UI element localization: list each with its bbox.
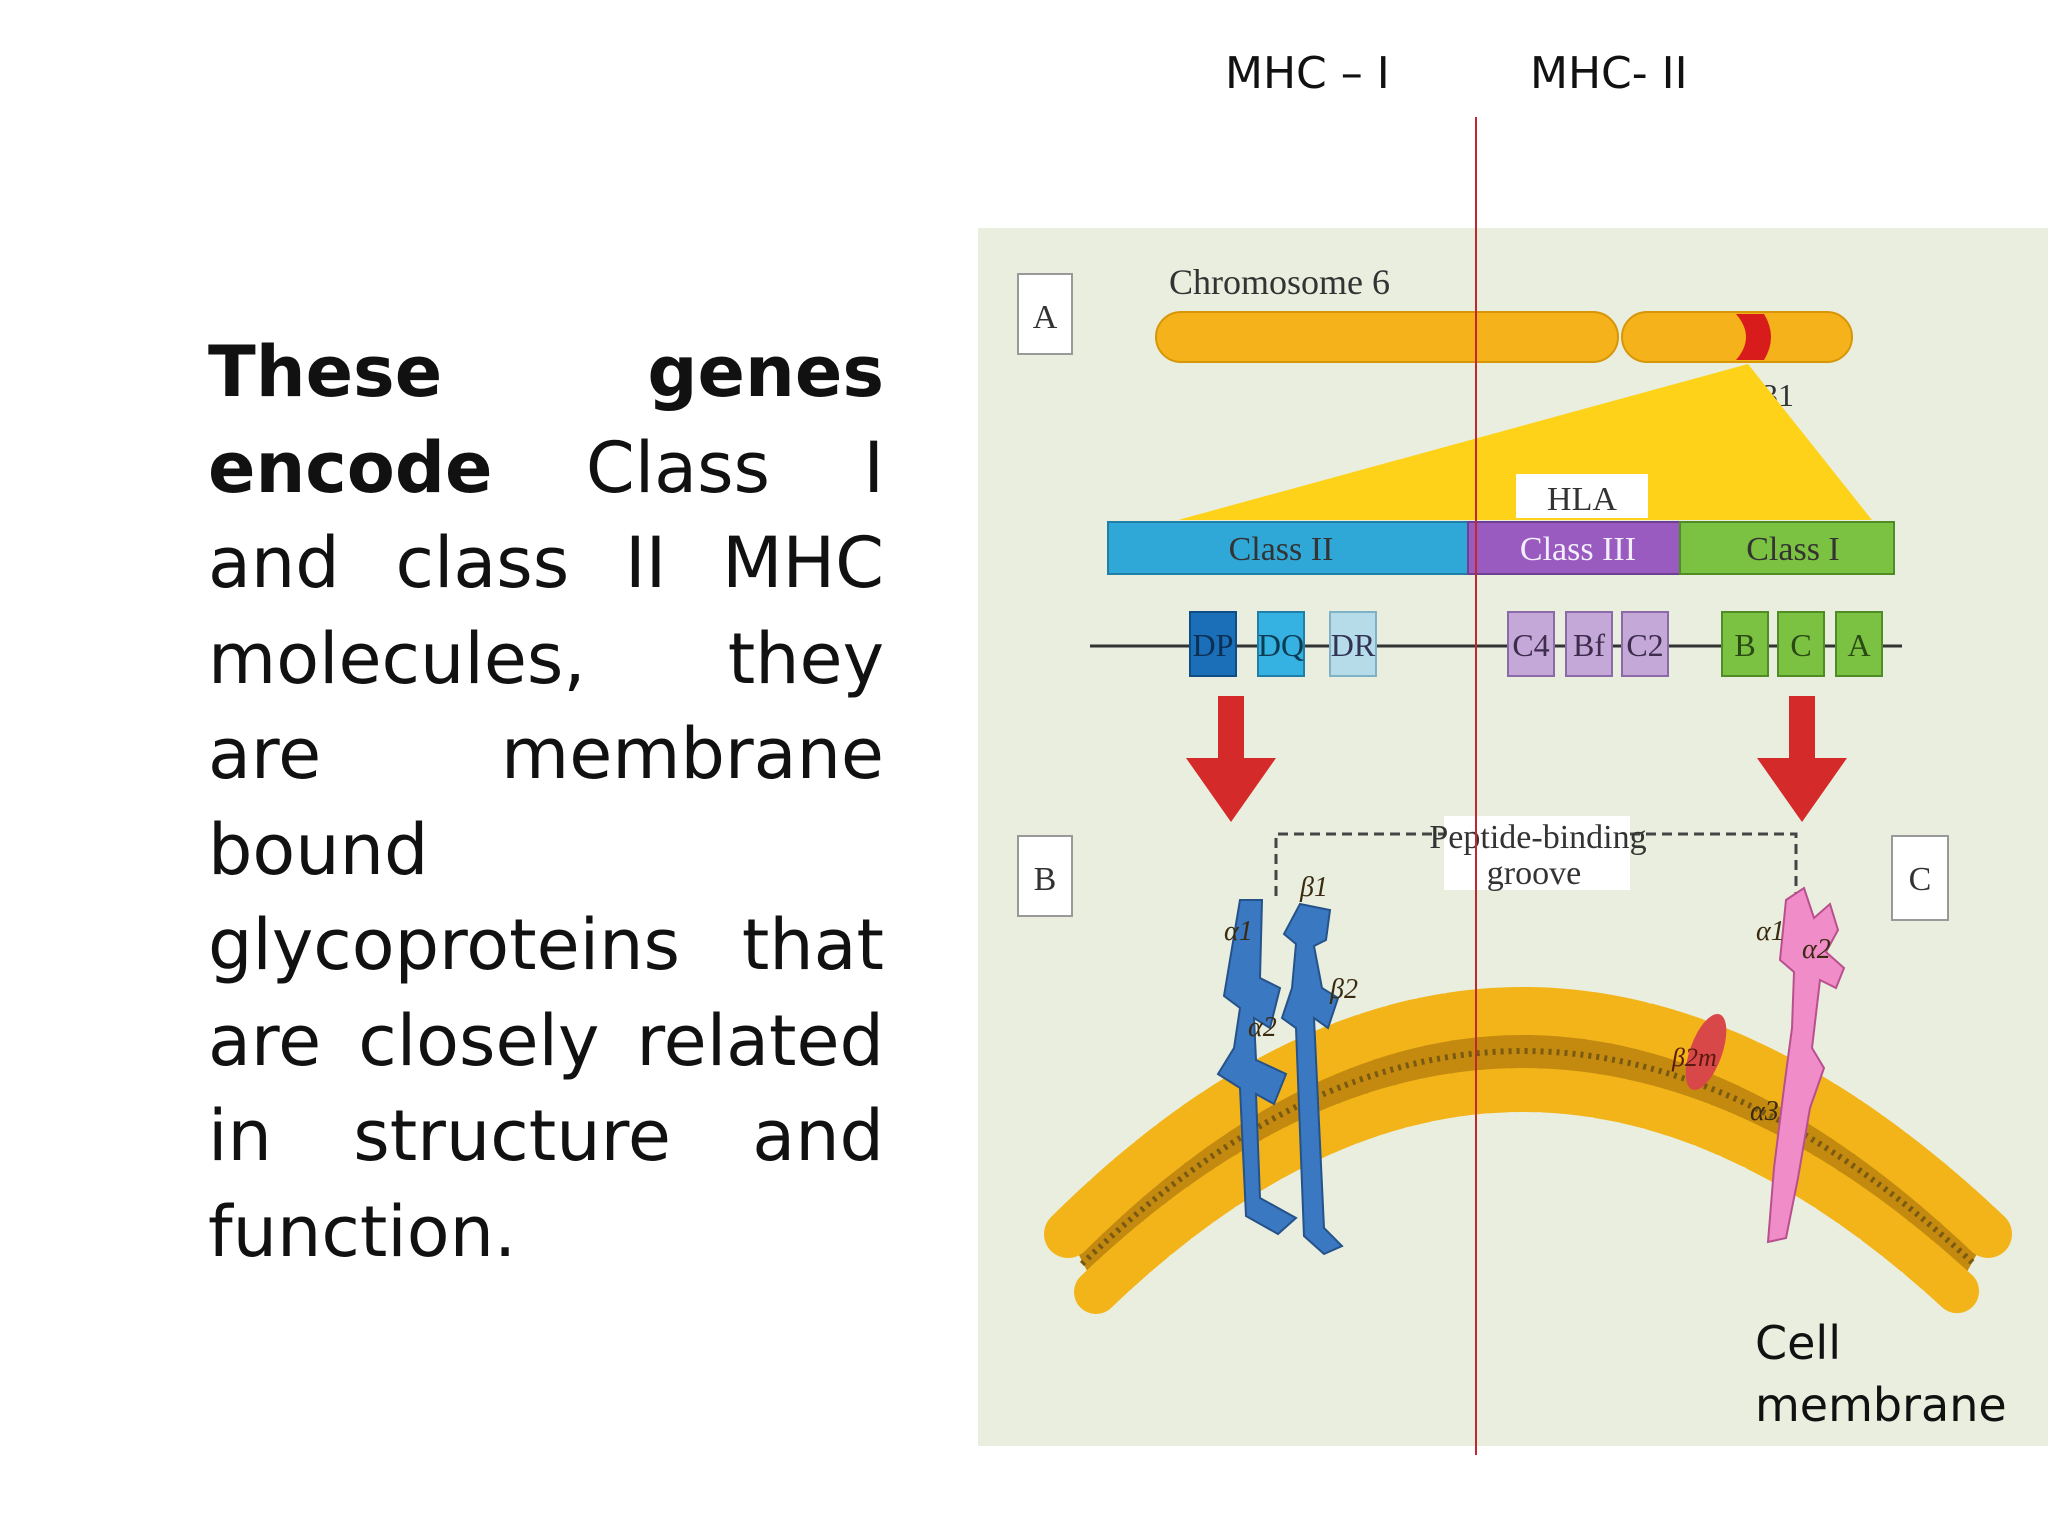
class-iii-region: Class III	[1467, 521, 1681, 575]
class-i-domain-alpha1: α1	[1756, 916, 1785, 947]
svg-text:DQ: DQ	[1258, 627, 1304, 663]
gene-a: A	[1835, 611, 1883, 677]
svg-text:DP: DP	[1193, 627, 1234, 663]
gene-dq: DQ	[1257, 611, 1305, 677]
groove-label-line2: groove	[1487, 855, 1581, 892]
svg-text:C4: C4	[1512, 627, 1549, 663]
svg-text:C2: C2	[1626, 627, 1663, 663]
mhc-figure: A B C Chromosome 6 6p21.31 HLA Class II	[978, 228, 2048, 1446]
chromosome-label: Chromosome 6	[1169, 262, 1390, 302]
mhc-divider-line	[1475, 117, 1477, 1455]
svg-text:B: B	[1734, 627, 1755, 663]
body-rest: Class I and class II MHC molecules, they…	[208, 426, 884, 1273]
panel-b-box: B	[1017, 835, 1073, 917]
chromosome-6	[1155, 311, 1853, 363]
panel-a-label: A	[1033, 299, 1058, 336]
arrow-class-ii	[1186, 696, 1276, 822]
svg-text:A: A	[1847, 627, 1870, 663]
panel-c-label: C	[1909, 861, 1932, 898]
class-ii-domain-alpha2: α2	[1248, 1012, 1277, 1043]
gene-b: B	[1721, 611, 1769, 677]
panel-a-box: A	[1017, 273, 1073, 355]
panel-c-box: C	[1891, 835, 1949, 921]
locus-band	[1736, 314, 1771, 360]
body-paragraph: These genes encode Class I and class II …	[208, 325, 884, 1280]
hla-label: HLA	[1547, 481, 1617, 518]
class-i-domain-alpha3: α3	[1750, 1096, 1779, 1127]
class-ii-protein	[1216, 899, 1344, 1256]
panel-b-label: B	[1034, 861, 1057, 898]
gene-c2: C2	[1621, 611, 1669, 677]
mhc-ii-header: MHC- II	[1530, 48, 1688, 99]
beta2m-domain	[1685, 1014, 1727, 1090]
class-ii-domain-beta1: β1	[1299, 872, 1328, 903]
hla-label-box	[1516, 474, 1648, 518]
svg-text:C: C	[1790, 627, 1811, 663]
class-i-region: Class I	[1679, 521, 1895, 575]
gene-dr: DR	[1329, 611, 1377, 677]
class-iii-label: Class III	[1520, 531, 1636, 568]
class-ii-region: Class II	[1107, 521, 1469, 575]
gene-bf: Bf	[1565, 611, 1613, 677]
class-i-label: Class I	[1746, 531, 1840, 568]
class-i-domain-alpha2: α2	[1802, 934, 1831, 965]
gene-c4: C4	[1507, 611, 1555, 677]
class-i-domain-beta2m: β2m	[1671, 1043, 1717, 1072]
svg-text:Bf: Bf	[1573, 627, 1605, 663]
cell-membrane-label-line2: membrane	[1755, 1378, 2007, 1432]
svg-text:DR: DR	[1331, 627, 1376, 663]
cell-membrane-label: Cell membrane	[1755, 1312, 2007, 1436]
groove-label-line1: Peptide-binding	[1429, 819, 1646, 856]
class-ii-label: Class II	[1229, 531, 1334, 568]
class-i-protein	[1685, 886, 1846, 1244]
cell-membrane-label-line1: Cell	[1755, 1316, 1841, 1370]
class-ii-domain-alpha1: α1	[1224, 916, 1253, 947]
hla-wedge	[1178, 364, 1872, 520]
class-ii-domain-beta2: β2	[1329, 974, 1358, 1005]
arrow-class-i	[1757, 696, 1847, 822]
body-bold-lead: These genes encode	[208, 331, 884, 509]
gene-c: C	[1777, 611, 1825, 677]
mhc-i-header: MHC – I	[1225, 48, 1390, 99]
gene-dp: DP	[1189, 611, 1237, 677]
